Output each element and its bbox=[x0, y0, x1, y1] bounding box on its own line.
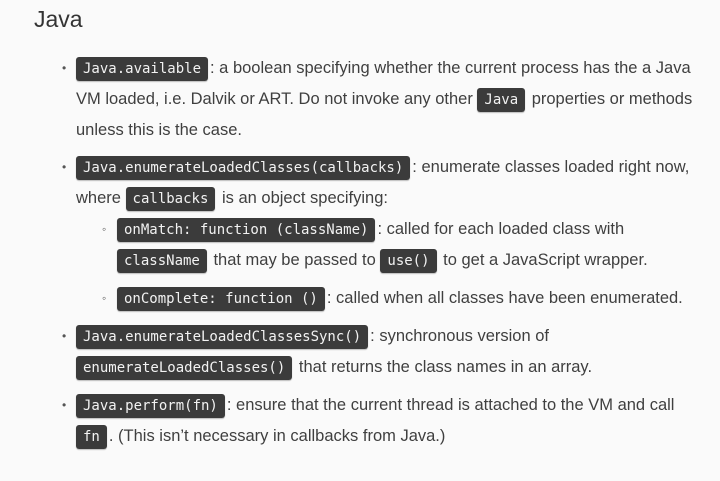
item-text: . (This isn’t necessary in callbacks fro… bbox=[108, 427, 446, 445]
inline-code: fn bbox=[76, 425, 107, 449]
item-text: : synchronous version of bbox=[370, 327, 549, 345]
list-item-enumerate-loaded-classes: Java.enumerateLoadedClasses(callbacks): … bbox=[62, 152, 696, 314]
inline-code: Java.enumerateLoadedClasses(callbacks) bbox=[76, 156, 411, 180]
item-text: properties or methods unless this is the… bbox=[76, 90, 693, 139]
item-text: : called when all classes have been enum… bbox=[326, 289, 683, 307]
item-text: that returns the class names in an array… bbox=[294, 358, 593, 376]
inline-code: callbacks bbox=[125, 187, 216, 211]
inline-code: onMatch: function (className) bbox=[117, 218, 376, 242]
item-text: that may be passed to bbox=[208, 251, 381, 269]
api-list: Java.available: a boolean specifying whe… bbox=[62, 53, 696, 459]
inline-code: className bbox=[117, 249, 207, 273]
item-text: to get a JavaScript wrapper. bbox=[438, 251, 648, 269]
inline-code: Java.available bbox=[76, 57, 209, 81]
list-item-java-perform: Java.perform(fn): ensure that the curren… bbox=[62, 390, 696, 452]
inline-code: Java.perform(fn) bbox=[76, 394, 225, 418]
section-title: Java bbox=[34, 6, 83, 32]
item-text: : ensure that the current thread is atta… bbox=[226, 396, 675, 414]
list-item-enumerate-loaded-classes-sync: Java.enumerateLoadedClassesSync(): synch… bbox=[62, 321, 696, 383]
item-text: : called for each loaded class with bbox=[377, 220, 625, 238]
sub-item-on-match: onMatch: function (className): called fo… bbox=[102, 214, 696, 276]
list-item-java-available: Java.available: a boolean specifying whe… bbox=[62, 53, 696, 145]
inline-code: use() bbox=[380, 249, 437, 273]
sub-item-on-complete: onComplete: function (): called when all… bbox=[102, 283, 696, 314]
callbacks-sub-list: onMatch: function (className): called fo… bbox=[102, 214, 696, 314]
inline-code: Java bbox=[477, 88, 526, 112]
inline-code: Java.enumerateLoadedClassesSync() bbox=[76, 325, 369, 349]
inline-code: enumerateLoadedClasses() bbox=[76, 356, 293, 380]
inline-code: onComplete: function () bbox=[117, 287, 325, 311]
item-text: : a boolean specifying whether the curre… bbox=[76, 59, 691, 108]
item-text: is an object specifying: bbox=[217, 189, 388, 207]
item-text: : enumerate classes loaded right now, wh… bbox=[76, 158, 690, 207]
